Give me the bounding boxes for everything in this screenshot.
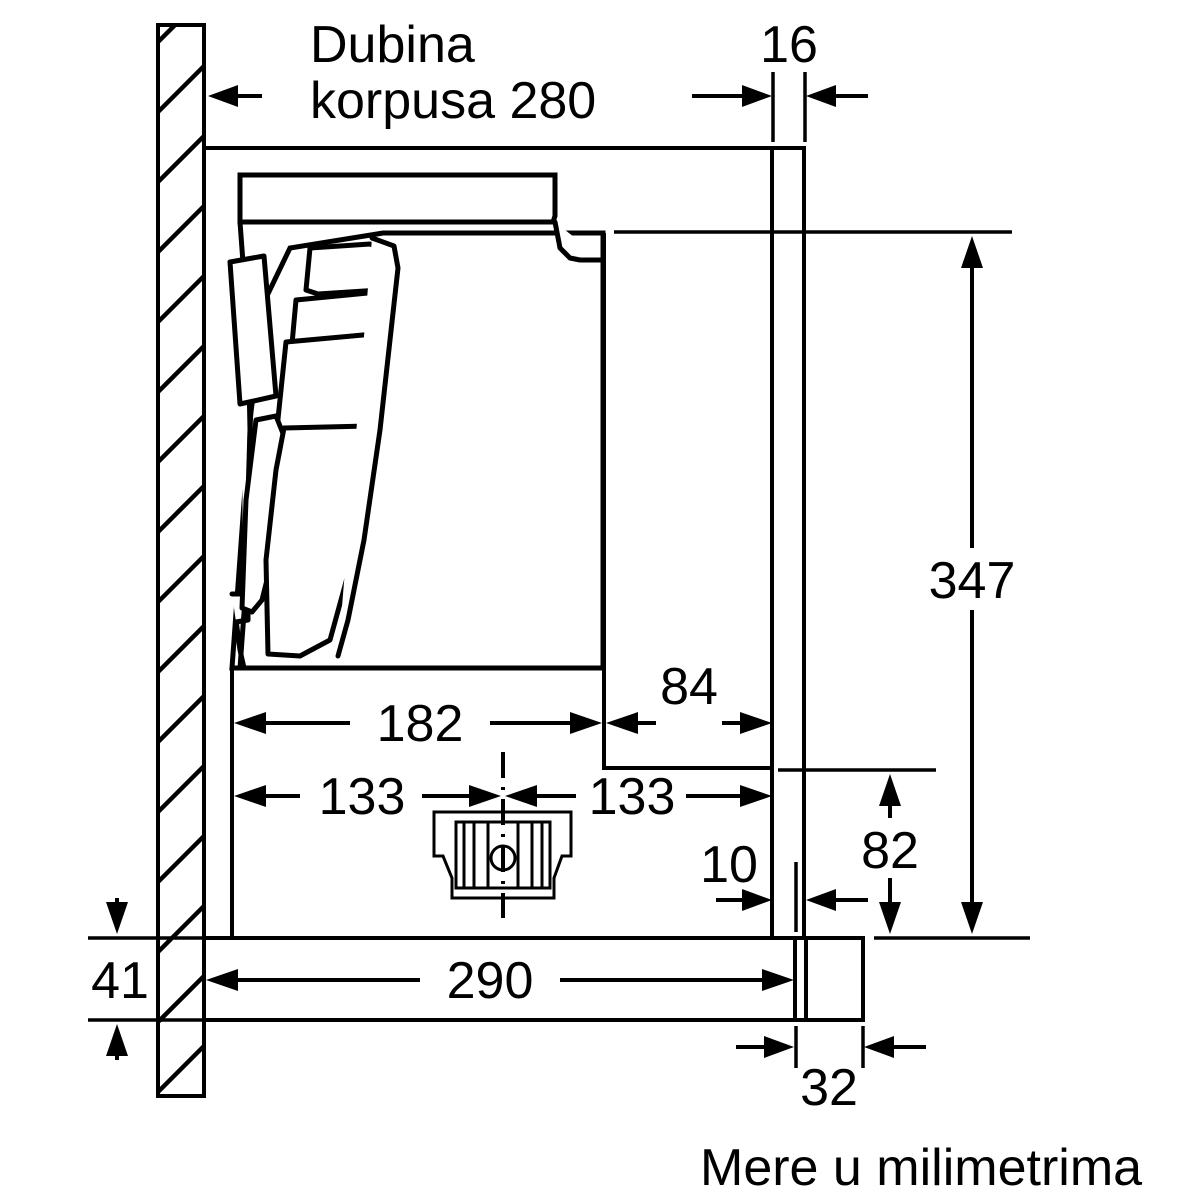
- dim84-arrow-right: [740, 712, 772, 734]
- dim16-arrow-head-right: [806, 85, 836, 107]
- dim182-text: 182: [377, 695, 464, 753]
- dim41-text: 41: [91, 952, 149, 1010]
- dim41-arrow-bottom: [106, 1024, 128, 1056]
- dim347-arrow-bottom: [961, 902, 983, 934]
- cabinet-depth-label: Dubina korpusa 280: [208, 16, 772, 130]
- dim82-arrow-top: [879, 774, 901, 806]
- dim32-arrow-left: [764, 1036, 794, 1058]
- hood-outer-envelope: [204, 146, 806, 940]
- dim290-arrow-right: [762, 969, 794, 991]
- depth-arrow-left-head: [208, 85, 238, 107]
- dim10-arrow-left: [742, 889, 772, 911]
- dim-left-offset: 182: [234, 695, 602, 753]
- dim-lower-height: 82: [778, 768, 936, 934]
- dim133R-arrow-left: [505, 785, 537, 807]
- dim133L-arrow-left: [234, 785, 266, 807]
- front-panel-outline: [793, 936, 865, 1022]
- hood-internal-structure: [227, 172, 772, 770]
- dim-total-height: 347: [614, 230, 1030, 940]
- dim133R-arrow-right: [740, 785, 772, 807]
- front-panel-box: [204, 936, 865, 1022]
- wall-outline: [156, 23, 206, 1098]
- dim182-arrow-right: [570, 712, 602, 734]
- dim347-arrow-top: [961, 236, 983, 268]
- wall-section: [156, 23, 206, 1098]
- dim16-text: 16: [760, 16, 818, 74]
- mounting-rail: [237, 172, 558, 225]
- dim290-text: 290: [447, 952, 534, 1010]
- dim-total-width: 290: [206, 952, 794, 1010]
- lamp-module: [227, 253, 279, 407]
- drawer-extension-panel: [239, 413, 287, 615]
- dim10-text: 10: [700, 836, 758, 894]
- motor-outlet-assembly: [432, 752, 573, 918]
- dim82-text: 82: [861, 822, 919, 880]
- dim84-arrow-left: [606, 712, 638, 734]
- slab-edge-highlight: [335, 235, 401, 659]
- dim290-arrow-left: [206, 969, 238, 991]
- rail-to-canopy-connector: [552, 219, 606, 263]
- units-note: Mere u milimetrima: [700, 1139, 1142, 1197]
- dim133L-arrow-right: [469, 785, 501, 807]
- dim-clearance: 10: [700, 836, 868, 932]
- cabinet-depth-label-line2: korpusa 280: [310, 72, 596, 130]
- dim32-arrow-right: [864, 1036, 894, 1058]
- dim-motor-right: 133: [505, 768, 772, 826]
- dim-panel-thickness: 16: [760, 16, 868, 142]
- depth-arrow-right-head: [742, 85, 772, 107]
- dim41-arrow-top: [106, 902, 128, 934]
- dim-right-offset: 84: [606, 658, 772, 734]
- dim82-arrow-bottom: [879, 902, 901, 934]
- dim182-arrow-left: [234, 712, 266, 734]
- dim10-arrow-right: [806, 889, 836, 911]
- dim-front-depth: 32: [736, 1026, 926, 1117]
- wall-hatching: [158, 25, 204, 1096]
- dim32-text: 32: [800, 1059, 858, 1117]
- cabinet-depth-label-line1: Dubina: [310, 16, 475, 74]
- dim-wall-thickness: 41: [88, 898, 206, 1060]
- dim347-text: 347: [929, 552, 1016, 610]
- dim84-text: 84: [660, 658, 718, 716]
- dim133L-text: 133: [319, 768, 406, 826]
- dim133R-text: 133: [589, 768, 676, 826]
- dim-motor-left: 133: [234, 768, 501, 826]
- outlet-bracket: [432, 810, 573, 900]
